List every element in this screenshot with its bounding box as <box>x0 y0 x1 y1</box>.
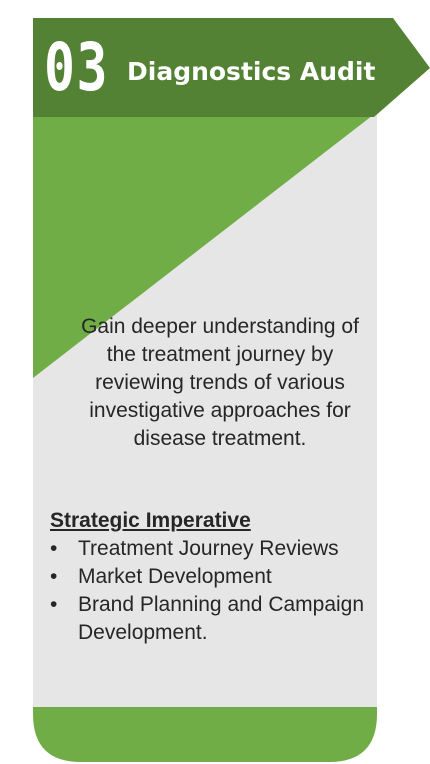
bullet-icon: • <box>50 593 58 616</box>
step-number: 03 <box>44 29 110 106</box>
list-item: • Treatment Journey Reviews <box>50 535 370 563</box>
header-arrow-banner <box>33 18 430 117</box>
list-item-label: Treatment Journey Reviews <box>78 537 339 560</box>
bullet-icon: • <box>50 537 58 560</box>
list-item: • Brand Planning and Campaign Developmen… <box>50 591 370 647</box>
green-diagonal-wedge <box>33 112 377 378</box>
strategic-imperative-heading: Strategic Imperative <box>50 509 251 532</box>
list-item-label: Market Development <box>78 565 272 588</box>
list-item-label: Brand Planning and Campaign Development. <box>78 593 365 644</box>
strategic-imperative-list: • Treatment Journey Reviews • Market Dev… <box>50 535 370 647</box>
bullet-icon: • <box>50 565 58 588</box>
step-title: Diagnostics Audit <box>127 57 376 86</box>
description-text: Gain deeper understanding of the treatme… <box>81 315 359 450</box>
list-item: • Market Development <box>50 563 370 591</box>
green-bottom-tab <box>33 707 377 762</box>
